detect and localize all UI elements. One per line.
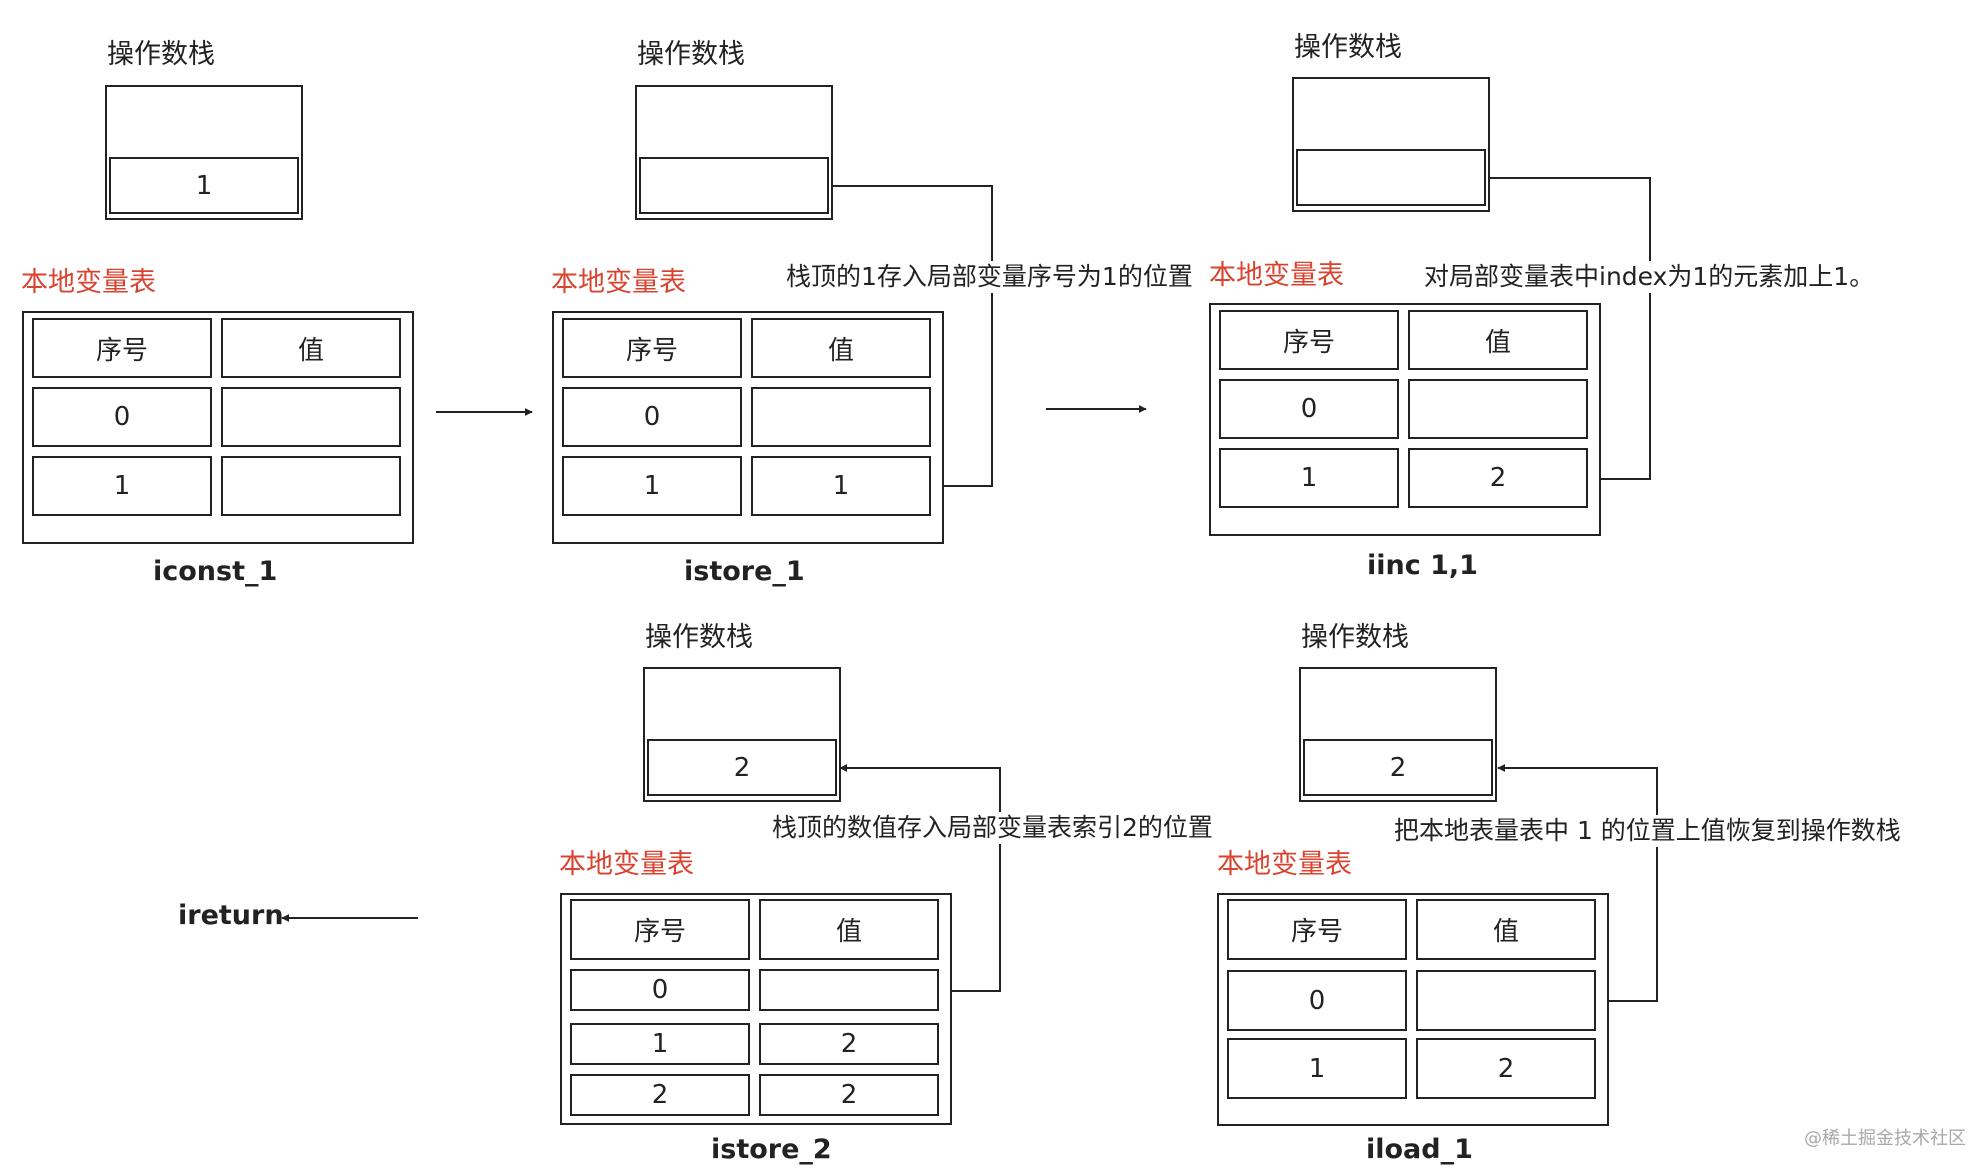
locals-title: 本地变量表 xyxy=(1209,260,1344,291)
row-value xyxy=(1408,379,1588,439)
stack-title: 操作数栈 xyxy=(1301,622,1409,653)
row-value xyxy=(759,969,939,1011)
annotation: 把本地表量表中 1 的位置上值恢复到操作数栈 xyxy=(1392,815,1903,847)
stack-top-cell: 1 xyxy=(109,157,299,214)
stack-title: 操作数栈 xyxy=(107,39,215,70)
row-index: 1 xyxy=(570,1023,750,1065)
row-index: 2 xyxy=(570,1074,750,1116)
header-value: 值 xyxy=(759,899,939,960)
instruction-label: ireturn xyxy=(178,900,284,931)
instruction-label: istore_2 xyxy=(711,1134,832,1165)
header-index: 序号 xyxy=(1219,310,1399,370)
connector-istore1 xyxy=(832,185,993,490)
row-index: 0 xyxy=(1219,379,1399,439)
row-value xyxy=(751,387,931,447)
instruction-label: iload_1 xyxy=(1366,1134,1473,1165)
row-index: 0 xyxy=(562,387,742,447)
row-value: 2 xyxy=(759,1023,939,1065)
locals-title: 本地变量表 xyxy=(559,849,694,880)
row-value: 2 xyxy=(1408,448,1588,508)
locals-title: 本地变量表 xyxy=(551,267,686,298)
row-index: 1 xyxy=(1227,1038,1407,1099)
locals-title: 本地变量表 xyxy=(1217,849,1352,880)
stack-title: 操作数栈 xyxy=(645,622,753,653)
header-index: 序号 xyxy=(32,318,212,378)
row-index: 0 xyxy=(570,969,750,1011)
row-index: 0 xyxy=(1227,970,1407,1031)
stack-top-cell xyxy=(639,157,829,214)
stack-top-cell: 2 xyxy=(1303,739,1493,796)
connector-iinc xyxy=(1490,177,1651,483)
row-value xyxy=(1416,970,1596,1031)
stack-top-cell xyxy=(1296,149,1486,206)
row-value: 1 xyxy=(751,456,931,516)
row-index: 1 xyxy=(32,456,212,516)
header-value: 值 xyxy=(1416,899,1596,960)
row-value: 2 xyxy=(1416,1038,1596,1099)
header-value: 值 xyxy=(221,318,401,378)
row-index: 1 xyxy=(562,456,742,516)
stack-top-cell: 2 xyxy=(647,739,837,796)
row-value xyxy=(221,456,401,516)
header-index: 序号 xyxy=(1227,899,1407,960)
row-index: 1 xyxy=(1219,448,1399,508)
annotation: 栈顶的数值存入局部变量表索引2的位置 xyxy=(770,812,1215,844)
instruction-label: iconst_1 xyxy=(153,556,278,587)
header-value: 值 xyxy=(751,318,931,378)
stack-title: 操作数栈 xyxy=(637,39,745,70)
header-index: 序号 xyxy=(562,318,742,378)
connector-istore2 xyxy=(839,764,1001,992)
annotation: 对局部变量表中index为1的元素加上1。 xyxy=(1422,261,1877,293)
annotation: 栈顶的1存入局部变量序号为1的位置 xyxy=(784,261,1195,293)
row-value: 2 xyxy=(759,1074,939,1116)
stack-title: 操作数栈 xyxy=(1294,32,1402,63)
header-value: 值 xyxy=(1408,310,1588,370)
row-value xyxy=(221,387,401,447)
header-index: 序号 xyxy=(570,899,750,960)
instruction-label: istore_1 xyxy=(684,556,805,587)
instruction-label: iinc 1,1 xyxy=(1367,550,1478,581)
watermark: @稀土掘金技术社区 xyxy=(1804,1128,1966,1149)
locals-title: 本地变量表 xyxy=(21,267,156,298)
connector-iload1 xyxy=(1497,764,1658,1002)
row-index: 0 xyxy=(32,387,212,447)
